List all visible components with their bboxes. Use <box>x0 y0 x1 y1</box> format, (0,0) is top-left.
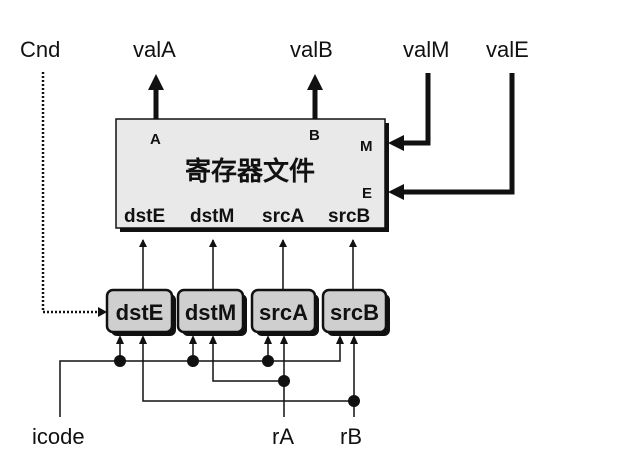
port-e-label: E <box>362 185 372 202</box>
port-srca-label: srcA <box>262 206 305 227</box>
icode-junction-dot <box>114 355 126 367</box>
vale-label: valE <box>486 37 529 62</box>
rb-bus <box>139 335 360 417</box>
cnd-label: Cnd <box>20 37 60 62</box>
ra-label: rA <box>272 424 294 449</box>
logic-block-srca-label: srcA <box>259 300 308 325</box>
icode-bus <box>59 335 344 417</box>
logic-block-srcb-label: srcB <box>330 300 379 325</box>
ra-junction-dot <box>278 375 290 387</box>
valm-input-wire <box>388 73 431 151</box>
logic-block-srcb: srcB <box>321 288 390 336</box>
logic-block-dstm: dstM <box>176 288 247 336</box>
register-file-box <box>115 118 389 232</box>
rb-junction-dot <box>348 395 360 407</box>
icode-junction-dot <box>187 355 199 367</box>
register-file-title: 寄存器文件 <box>185 156 315 187</box>
ra-bus <box>209 335 290 417</box>
port-a-label: A <box>150 131 161 148</box>
logic-block-dstm-label: dstM <box>185 300 236 325</box>
port-dstm-label: dstM <box>190 206 234 227</box>
logic-block-srca: srcA <box>250 288 319 336</box>
port-srcb-label: srcB <box>328 206 370 227</box>
valm-label: valM <box>403 37 449 62</box>
port-m-label: M <box>360 138 373 155</box>
vala-label: valA <box>133 37 176 62</box>
icode-label: icode <box>32 424 85 449</box>
port-dste-label: dstE <box>124 206 165 227</box>
rb-label: rB <box>340 424 362 449</box>
cnd-dotted-wire <box>41 72 107 317</box>
logic-block-dste: dstE <box>105 288 176 336</box>
valb-output-arrow <box>307 74 323 119</box>
logic-block-dste-label: dstE <box>116 300 164 325</box>
icode-junction-dot <box>262 355 274 367</box>
valb-label: valB <box>290 37 333 62</box>
vala-output-arrow <box>148 74 164 119</box>
block-to-regfile-wires <box>139 239 357 290</box>
vale-input-wire <box>388 73 515 200</box>
port-b-label: B <box>309 127 320 144</box>
